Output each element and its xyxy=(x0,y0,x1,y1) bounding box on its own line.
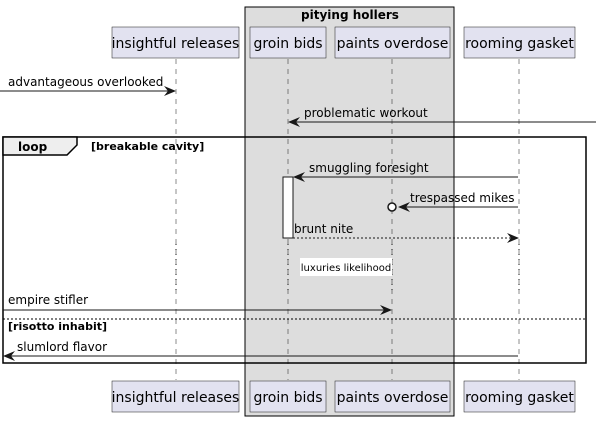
message-label-problematic-workout: problematic workout xyxy=(304,106,428,120)
participant-label: groin bids xyxy=(253,36,322,52)
participant-label: insightful releases xyxy=(112,36,240,52)
participant-label: rooming gasket xyxy=(465,390,574,406)
message-label-empire-stifler: empire stifler xyxy=(8,293,88,307)
participant-label: paints overdose xyxy=(337,36,449,52)
loop-tab xyxy=(2,136,78,156)
loop-keyword: loop xyxy=(18,140,48,154)
participant-label: paints overdose xyxy=(337,390,449,406)
participant-rooming-gasket-top[interactable]: rooming gasket xyxy=(463,26,576,59)
participant-label: groin bids xyxy=(253,390,322,406)
loop-frame xyxy=(2,136,587,364)
participant-groin-bids-bottom[interactable]: groin bids xyxy=(249,380,327,413)
message-label-smuggling-foresight: smuggling foresight xyxy=(309,161,429,175)
message-label-trespassed-mikes: trespassed mikes xyxy=(410,191,514,205)
participant-paints-overdose-bottom[interactable]: paints overdose xyxy=(334,380,451,413)
message-label-slumlord-flavor: slumlord flavor xyxy=(17,340,107,354)
loop-condition: [breakable cavity] xyxy=(91,140,204,153)
participant-groin-bids-top[interactable]: groin bids xyxy=(249,26,327,59)
participant-insightful-releases-top[interactable]: insightful releases xyxy=(112,26,240,59)
message-circle-endpoint xyxy=(387,202,397,212)
participant-rooming-gasket-bottom[interactable]: rooming gasket xyxy=(463,380,576,413)
delay-label-background xyxy=(300,258,392,276)
else-condition: [risotto inhabit] xyxy=(8,320,107,333)
participant-label: rooming gasket xyxy=(465,36,574,52)
message-label-advantageous-overlooked: advantageous overlooked xyxy=(8,75,163,89)
participant-group-box xyxy=(244,6,455,417)
delay-label: luxuries likelihood xyxy=(301,263,391,274)
message-label-brunt-nite: brunt nite xyxy=(294,222,353,236)
participant-label: insightful releases xyxy=(112,390,240,406)
participant-paints-overdose-top[interactable]: paints overdose xyxy=(334,26,451,59)
group-title: pitying hollers xyxy=(301,8,399,22)
participant-insightful-releases-bottom[interactable]: insightful releases xyxy=(112,380,240,413)
activation-groin-bids xyxy=(282,176,294,239)
